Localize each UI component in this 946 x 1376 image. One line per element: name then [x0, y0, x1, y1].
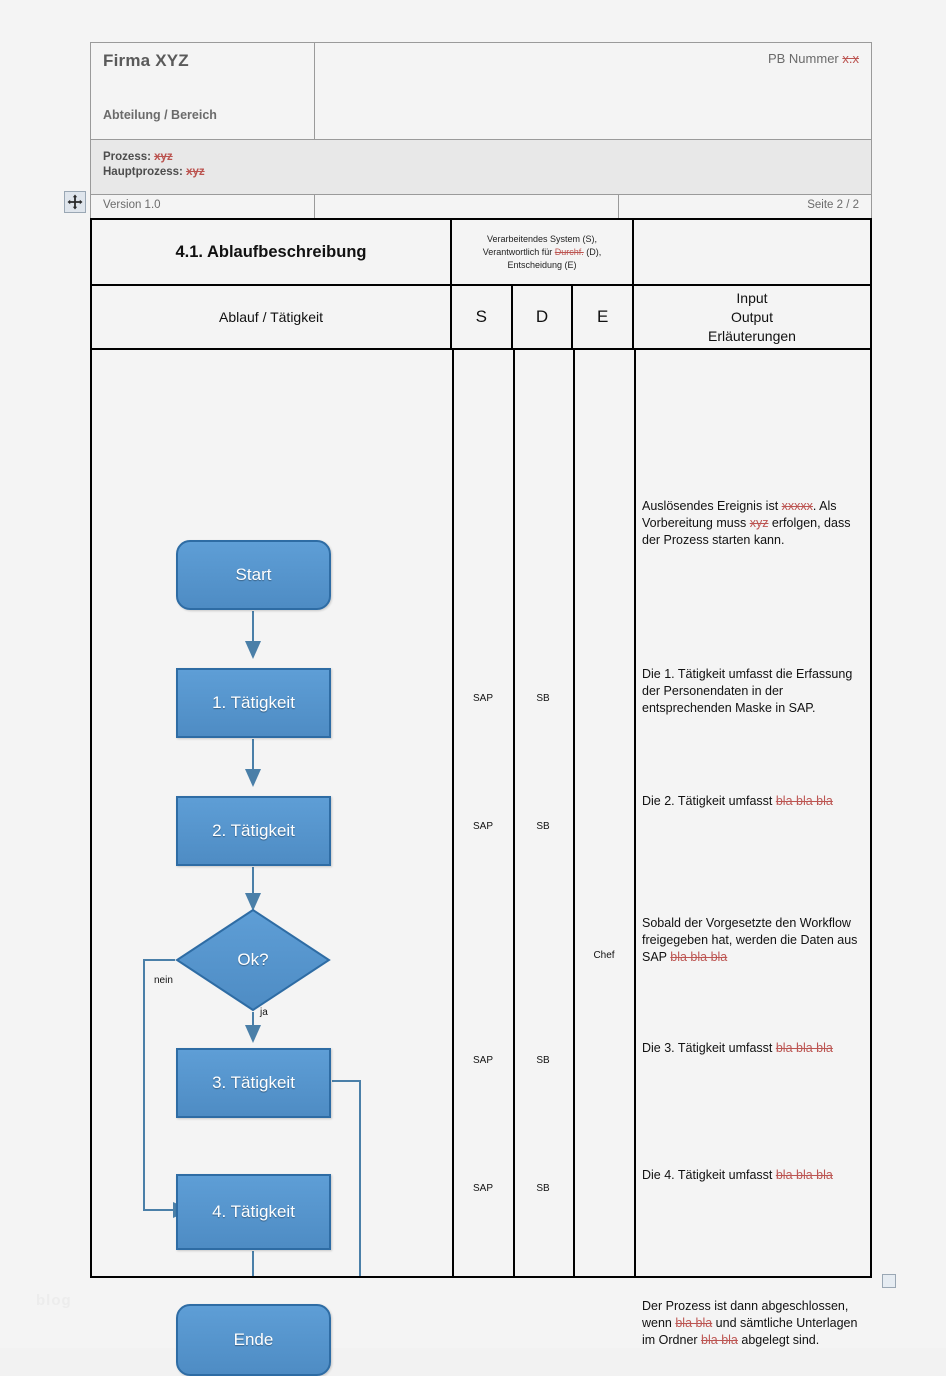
column-divider-1	[452, 350, 454, 1276]
header-process-block: Prozess: xyz Hauptprozess: xyz	[90, 139, 872, 195]
sde-desc-line-1: Verarbeitendes System (S),	[486, 233, 598, 244]
sde-description-cell: Verarbeitendes System (S), Verantwortlic…	[452, 220, 634, 284]
row-task3-io: Die 3. Tätigkeit umfasst bla bla bla	[642, 1041, 833, 1055]
branch-label-no: nein	[154, 975, 173, 986]
flow-node-task1[interactable]: 1. Tätigkeit	[176, 668, 331, 738]
flow-connectors	[143, 611, 361, 1276]
row-task1-io: Die 1. Tätigkeit umfasst die Erfassung d…	[642, 667, 853, 715]
department-label: Abteilung / Bereich	[91, 105, 315, 139]
column-divider-3	[573, 350, 576, 1276]
page-number-label: Seite 2 / 2	[807, 199, 859, 211]
header-company-cell: Firma XYZ	[91, 43, 315, 105]
main-process-label: Hauptprozess:	[103, 166, 187, 178]
flow-node-task4-label: 4. Tätigkeit	[212, 1202, 295, 1221]
flow-node-task3-label: 3. Tätigkeit	[212, 1073, 295, 1092]
io-header-blank	[634, 220, 870, 284]
version-label: Version 1.0	[91, 195, 315, 219]
section-title: 4.1. Ablaufbeschreibung	[92, 220, 452, 284]
row-task4-s: SAP	[472, 1183, 493, 1194]
pb-number-placeholder: x.x	[842, 51, 859, 66]
process-description-table: 4.1. Ablaufbeschreibung Verarbeitendes S…	[90, 218, 872, 1376]
branch-label-yes: ja	[260, 1007, 268, 1018]
column-divider-2	[512, 350, 515, 1276]
header-department-row: Abteilung / Bereich	[90, 105, 872, 139]
row-task1-s: SAP	[472, 693, 493, 704]
flow-node-end[interactable]: Ende	[176, 1304, 331, 1376]
sde-desc-line-2a: Verantwortlich für	[482, 246, 555, 257]
header-footer-blank	[315, 195, 619, 219]
pb-number-label: PB Nummer	[767, 51, 843, 66]
header-blank-cell	[315, 105, 871, 139]
document-page: Firma XYZ PB Nummer x.x Abteilung / Bere…	[36, 42, 896, 1376]
row-end-io: Der Prozess ist dann abgeschlossen, wenn…	[642, 1299, 858, 1347]
row-task3-s: SAP	[472, 1055, 493, 1066]
row-task2-d: SB	[536, 821, 550, 832]
process-label: Prozess:	[103, 151, 155, 163]
row-task2-io: Die 2. Tätigkeit umfasst bla bla bla	[642, 794, 833, 808]
row-start-io: Auslösendes Ereignis ist xxxxx. Als Vorb…	[642, 499, 851, 547]
column-header-e: E	[573, 286, 634, 348]
flowchart: Start 1. Tätigkeit 2. Tätigkeit	[92, 350, 452, 1376]
column-header-d: D	[513, 286, 574, 348]
sde-desc-line-2: Verantwortlich für Durchf. (D),	[483, 246, 602, 259]
main-process-line: Hauptprozess: xyz	[103, 165, 871, 180]
page-watermark: blog	[36, 1292, 72, 1309]
column-header-io: Input Output Erläuterungen	[634, 286, 870, 348]
sde-desc-strikethrough: Durchf.	[554, 246, 584, 257]
column-divider-4	[634, 350, 636, 1276]
flow-node-task4[interactable]: 4. Tätigkeit	[176, 1174, 331, 1250]
column-header-s: S	[452, 286, 513, 348]
header-top-row: Firma XYZ PB Nummer x.x	[90, 42, 872, 105]
diamond-shape	[175, 908, 331, 1012]
flow-node-task2-label: 2. Tätigkeit	[212, 821, 295, 840]
io-header-line-3: Erläuterungen	[708, 327, 796, 344]
flow-node-end-label: Ende	[233, 1330, 274, 1349]
row-task1-d: SB	[536, 693, 550, 704]
main-process-value: xyz	[186, 166, 205, 178]
process-line: Prozess: xyz	[103, 150, 871, 165]
resize-handle[interactable]	[882, 1274, 896, 1288]
four-way-arrow-icon	[67, 194, 83, 210]
row-decision-e: Chef	[593, 950, 615, 961]
sde-desc-line-2c: (D),	[583, 246, 602, 257]
table-column-header-row: Ablauf / Tätigkeit S D E Input Output Er…	[92, 286, 870, 350]
row-decision-io: Sobald der Vorgesetzte den Workflow frei…	[642, 916, 858, 964]
table-title-row: 4.1. Ablaufbeschreibung Verarbeitendes S…	[92, 220, 870, 286]
row-task2-s: SAP	[472, 821, 493, 832]
row-task3-d: SB	[536, 1055, 550, 1066]
sde-desc-line-3: Entscheidung (E)	[507, 259, 577, 270]
flow-node-start-label: Start	[235, 565, 272, 584]
company-name: Firma XYZ	[103, 51, 189, 70]
io-header-line-2: Output	[730, 308, 773, 325]
io-header-line-1: Input	[736, 289, 768, 306]
header-pb-number-cell: PB Nummer x.x	[315, 43, 871, 105]
row-task4-io: Die 4. Tätigkeit umfasst bla bla bla	[642, 1168, 833, 1182]
flow-node-task3[interactable]: 3. Tätigkeit	[176, 1048, 331, 1118]
header-footer-row: Version 1.0 Seite 2 / 2	[90, 195, 872, 220]
column-header-flow: Ablauf / Tätigkeit	[92, 286, 452, 348]
table-body: Start 1. Tätigkeit 2. Tätigkeit	[92, 350, 870, 1376]
flow-node-task2[interactable]: 2. Tätigkeit	[176, 796, 331, 866]
flow-node-task1-label: 1. Tätigkeit	[212, 693, 295, 712]
row-task4-d: SB	[536, 1183, 550, 1194]
flow-node-start[interactable]: Start	[176, 540, 331, 610]
document-header: Firma XYZ PB Nummer x.x Abteilung / Bere…	[90, 42, 872, 220]
flow-node-decision[interactable]: Ok?	[175, 908, 331, 1012]
process-value: xyz	[154, 151, 173, 163]
move-handle-icon[interactable]	[64, 191, 86, 213]
